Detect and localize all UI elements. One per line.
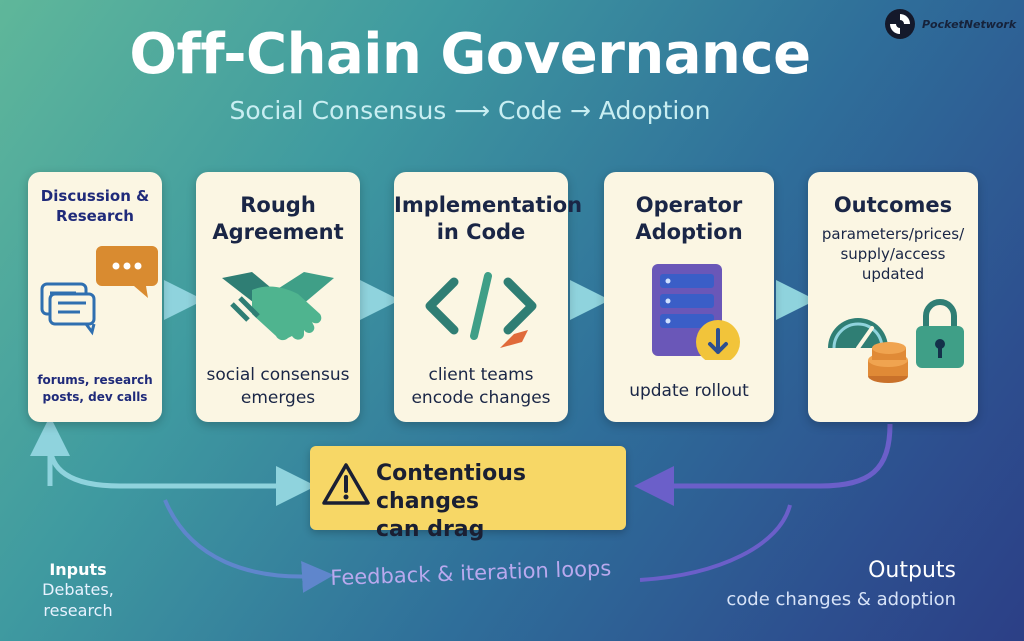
handshake-icon (222, 272, 334, 341)
pocket-network-logo-icon (885, 9, 915, 39)
stage-title-line: Adoption (635, 220, 743, 244)
stage-card-implementation: Implementation in Code client teams enco… (394, 172, 583, 422)
output-loop-arrow (634, 423, 893, 506)
stage-title-line: Research (56, 207, 134, 225)
warning-line: can drag (376, 517, 485, 542)
stage-desc-line: parameters/prices/ (821, 225, 965, 243)
contentious-changes-warning: Contentious changes can drag (310, 446, 626, 542)
stage-title-line: Implementation (394, 193, 583, 217)
page-title: Off-Chain Governance (129, 22, 811, 87)
stage-title-line: Operator (635, 193, 743, 217)
brand: PocketNetwork (884, 8, 1016, 40)
stage-desc-line: forums, research (37, 373, 153, 387)
outputs-label: Outputs code changes & adoption (690, 558, 956, 610)
stage-card-operator-adoption: Operator Adoption update rollout (604, 172, 774, 422)
stage-desc-line: encode changes (411, 388, 551, 408)
stage-desc-line: client teams (428, 365, 534, 385)
stage-title-line: Rough (240, 193, 316, 217)
stage-desc-line: updated (861, 265, 925, 283)
page-subtitle: Social Consensus ⟶ Code → Adoption (229, 96, 711, 125)
stage-desc-line: social consensus (206, 365, 350, 385)
stage-title-line: in Code (436, 220, 526, 244)
feedback-left-sweep (163, 499, 334, 593)
inputs-title: Inputs (49, 560, 107, 579)
inputs-line: Debates, (42, 580, 114, 599)
stage-card-discussion: Discussion & Research forums, research p… (28, 172, 162, 422)
brand-name: PocketNetwork (922, 17, 1017, 31)
stage-card-outcomes: Outcomes parameters/prices/ supply/acces… (808, 172, 978, 422)
warning-line: Contentious changes (376, 461, 526, 514)
stage-desc-line: posts, dev calls (42, 390, 148, 404)
feedback-right-sweep (639, 504, 792, 582)
stage-title-line: Outcomes (833, 193, 953, 217)
stage-card-rough-agreement: Rough Agreement social consensus emerges (196, 172, 360, 422)
chat-bubbles-icon (40, 246, 158, 336)
stage-title-line: Agreement (212, 220, 344, 244)
outputs-text: code changes & adoption (726, 589, 956, 610)
stage-desc-line: update rollout (629, 381, 749, 401)
code-brackets-icon (425, 272, 537, 348)
stage-title-line: Discussion & (40, 187, 150, 205)
outputs-title: Outputs (868, 558, 956, 583)
gauge-coins-lock-icon (828, 299, 964, 383)
stage-desc-line: emerges (240, 388, 316, 408)
stage-desc-line: supply/access (840, 245, 946, 263)
inputs-label: Inputs Debates, research (22, 560, 134, 621)
warning-triangle-icon (322, 463, 370, 505)
input-loop-arrow (47, 439, 316, 506)
server-update-icon (652, 264, 740, 360)
inputs-line: research (43, 601, 113, 620)
